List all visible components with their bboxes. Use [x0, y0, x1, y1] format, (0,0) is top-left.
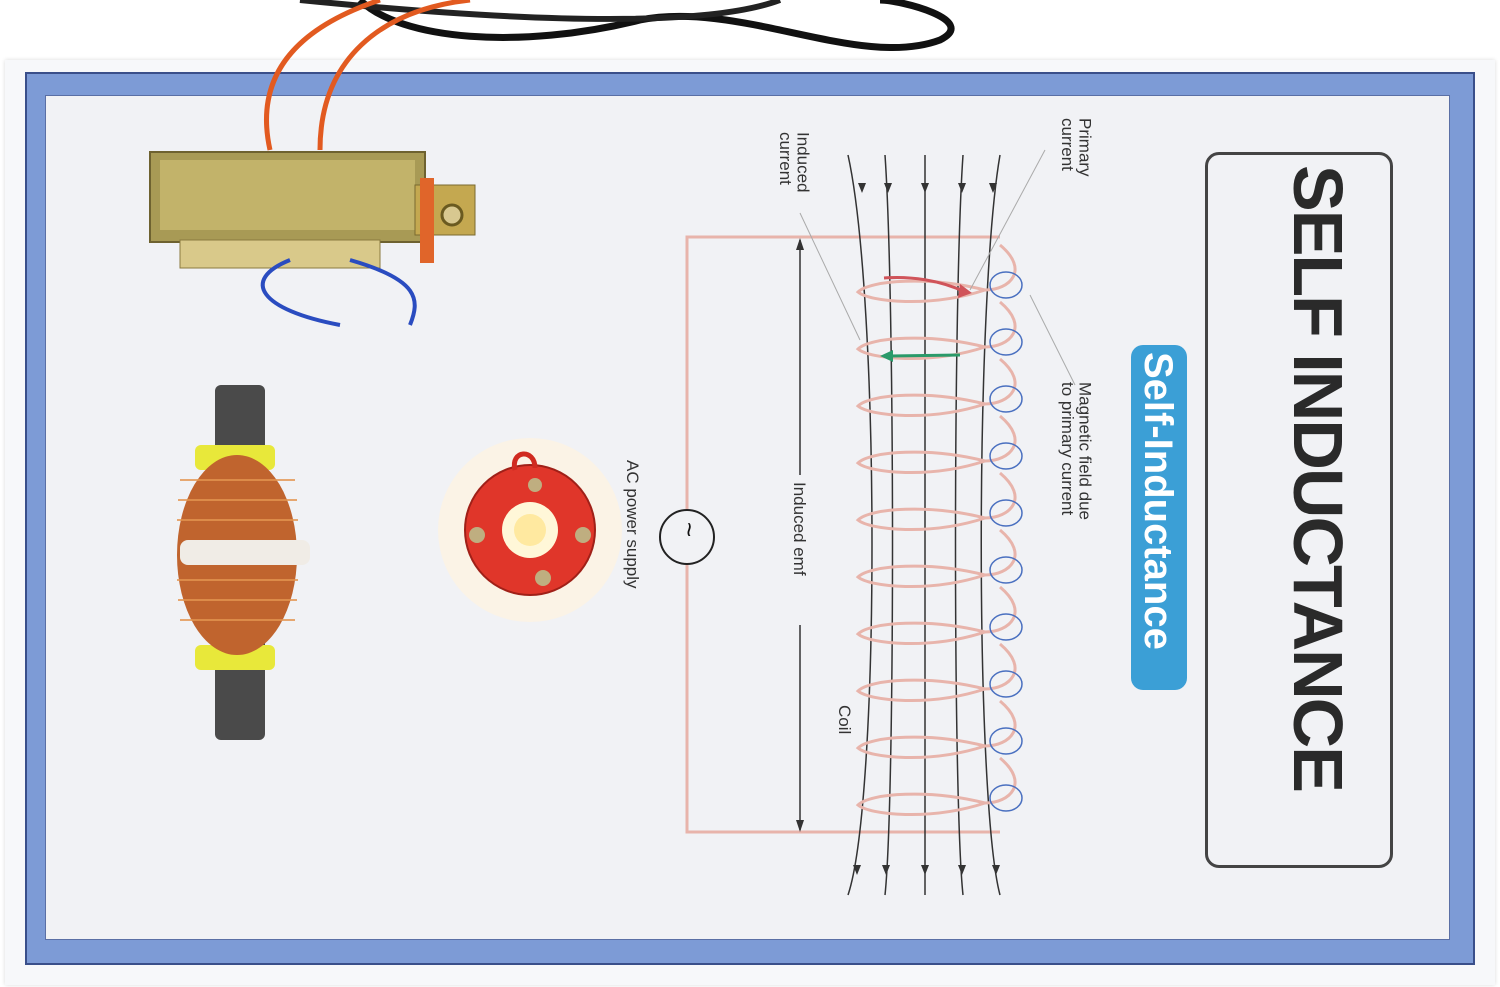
induced-current-arrow	[889, 353, 961, 358]
label-line: Induced	[793, 132, 813, 193]
label-induced-emf: Induced emf	[789, 482, 809, 576]
field-loop	[989, 385, 1023, 413]
label-primary-current: Primary current	[1057, 118, 1095, 177]
field-loop	[989, 442, 1023, 470]
field-loop	[989, 613, 1023, 641]
label-line: Magnetic field due	[1075, 382, 1095, 520]
coil-turn	[855, 585, 1017, 645]
coil-turn	[855, 528, 1017, 588]
label-line: Primary	[1075, 118, 1095, 177]
board-title: SELF INDUCTANCE	[1279, 165, 1357, 791]
label-line: current	[775, 132, 795, 185]
coil-turn	[855, 756, 1017, 816]
primary-arrowhead	[958, 284, 972, 298]
field-loop	[989, 328, 1023, 356]
coil-loops	[855, 243, 1023, 816]
power-cable	[357, 0, 955, 51]
field-loop	[989, 670, 1023, 698]
subtitle-pill	[1131, 345, 1187, 690]
lamp-holder	[438, 438, 622, 622]
label-induced-current: Induced current	[775, 132, 813, 193]
label-line: current	[1057, 118, 1077, 171]
label-ac-power-supply: AC power supply	[622, 460, 642, 589]
field-loop	[989, 271, 1023, 299]
ac-symbol: ~	[674, 522, 705, 538]
label-magnetic-field: Magnetic field due to primary current	[1057, 382, 1095, 520]
circuit-wire	[685, 235, 1000, 834]
red-wire	[264, 0, 381, 151]
field-loop	[989, 727, 1023, 755]
power-cable	[299, 0, 782, 22]
field-loop	[989, 499, 1023, 527]
coil-turn	[855, 357, 1017, 417]
primary-current-arrow	[883, 276, 966, 294]
coil-turn	[855, 414, 1017, 474]
board-subtitle: Self-Inductance	[1136, 352, 1180, 650]
induced-arrowhead	[880, 350, 893, 362]
coil-turn	[855, 300, 1017, 360]
ac-source-symbol	[659, 509, 715, 565]
coil-turn	[855, 642, 1017, 702]
field-loop	[989, 556, 1023, 584]
label-coil: Coil	[834, 705, 854, 735]
coil-turn	[855, 471, 1017, 531]
field-arrowheads	[853, 183, 1000, 875]
label-line: to primary current	[1057, 382, 1077, 516]
title-box	[1205, 152, 1393, 868]
coil-turn	[855, 699, 1017, 759]
transformer	[149, 151, 476, 327]
red-wire	[317, 0, 471, 151]
field-loop	[989, 784, 1023, 812]
coil-turn	[855, 243, 1017, 303]
inductor-coil	[177, 385, 310, 740]
